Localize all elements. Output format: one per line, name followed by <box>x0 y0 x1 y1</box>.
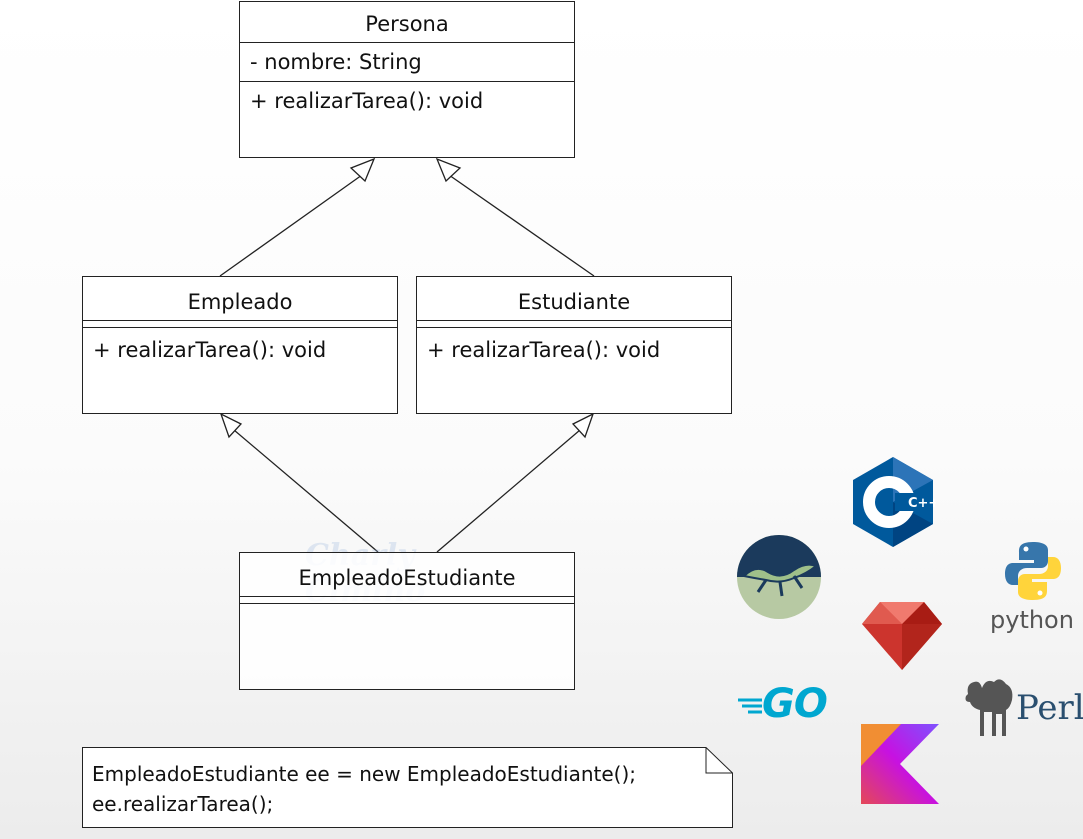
note-code: EmpleadoEstudiante ee = new EmpleadoEstu… <box>92 759 636 819</box>
go-label: GO <box>762 681 828 727</box>
perl-label: Perl <box>1016 688 1083 728</box>
cplusplus-icon: C++ <box>853 457 936 547</box>
python-icon <box>1005 542 1061 600</box>
svg-text:C++: C++ <box>908 496 936 511</box>
go-icon <box>738 698 762 714</box>
class-attributes-empty <box>417 321 731 328</box>
class-persona: Persona - nombre: String + realizarTarea… <box>239 1 575 158</box>
relation-estudiante-persona <box>448 174 595 277</box>
arrowhead-persona-right <box>435 157 462 183</box>
class-empleado: Empleado + realizarTarea(): void <box>82 276 398 414</box>
class-name: EmpleadoEstudiante <box>240 553 574 597</box>
class-attribute: - nombre: String <box>240 43 574 82</box>
note-shape <box>82 747 733 828</box>
note-line: EmpleadoEstudiante ee = new EmpleadoEstu… <box>92 762 637 786</box>
class-attributes-empty <box>240 597 574 604</box>
class-estudiante: Estudiante + realizarTarea(): void <box>416 276 732 414</box>
relation-empleado-persona <box>219 174 363 277</box>
relation-empleadoestudiante-estudiante <box>436 429 581 553</box>
perl-camel-icon <box>965 679 1013 736</box>
class-empleado-estudiante: EmpleadoEstudiante <box>239 552 575 690</box>
class-attributes-empty <box>83 321 397 328</box>
arrowhead-persona-left <box>349 157 376 183</box>
kotlin-icon <box>861 724 939 804</box>
arrowhead-empleado <box>219 412 243 439</box>
python-label: python <box>990 606 1074 634</box>
class-operation: + realizarTarea(): void <box>250 89 484 113</box>
note-line: ee.realizarTarea(); <box>92 792 274 816</box>
lizard-icon <box>737 535 821 619</box>
class-name: Empleado <box>83 277 397 321</box>
class-operation: + realizarTarea(): void <box>93 338 327 362</box>
arrowhead-estudiante <box>571 412 595 439</box>
relation-empleadoestudiante-empleado <box>233 429 379 553</box>
code-note: EmpleadoEstudiante ee = new EmpleadoEstu… <box>82 747 733 828</box>
class-name: Estudiante <box>417 277 731 321</box>
class-name: Persona <box>240 2 574 43</box>
ruby-icon <box>862 602 942 670</box>
class-operation: + realizarTarea(): void <box>427 338 661 362</box>
